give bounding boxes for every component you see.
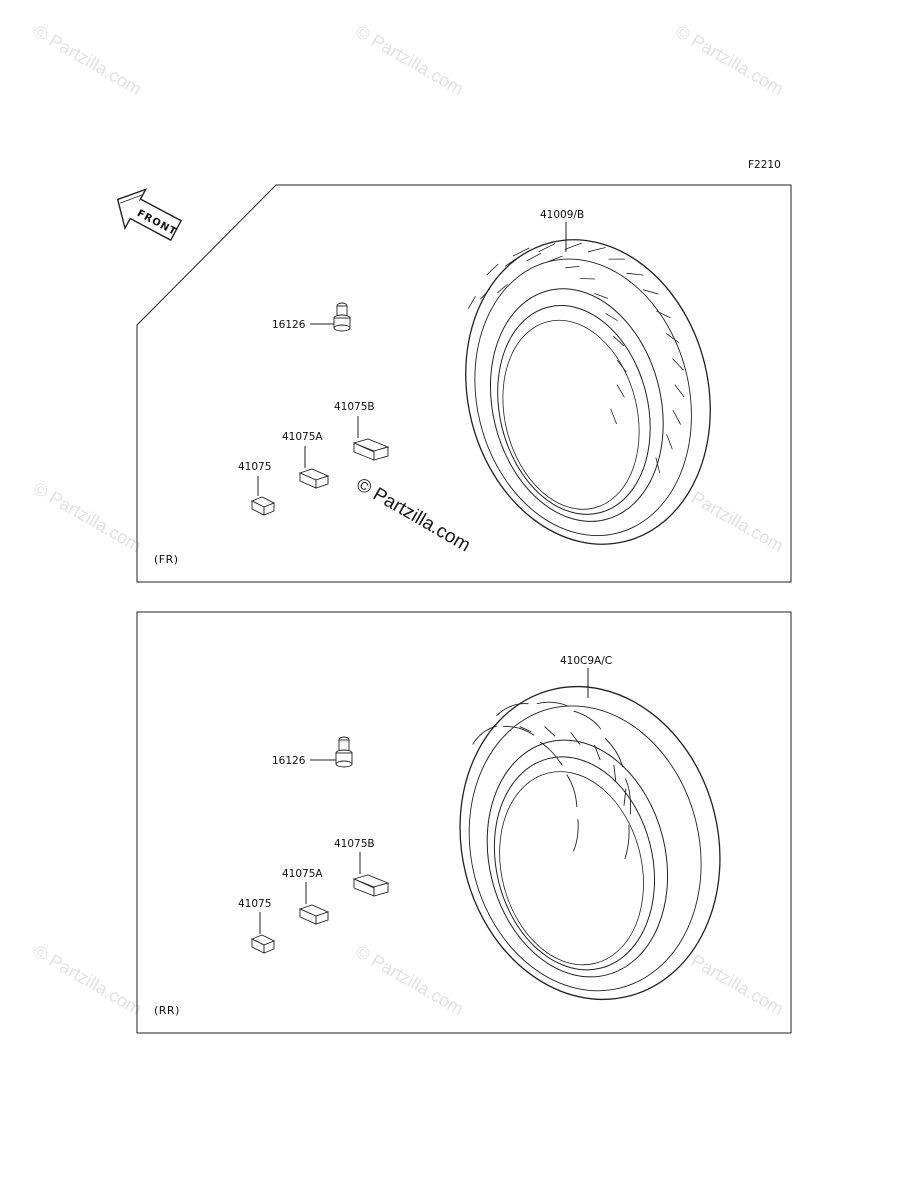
balance-weight-icon bbox=[298, 904, 330, 925]
valve-part-label: 16126 bbox=[272, 319, 306, 331]
watermark-text: © Partzilla.com bbox=[30, 478, 145, 556]
watermark-text: © Partzilla.com bbox=[672, 21, 787, 99]
panel-rear: 16126 41075 41075A bbox=[136, 611, 792, 1034]
valve-front: 16126 bbox=[272, 302, 351, 332]
panel-border bbox=[136, 611, 792, 1034]
panel-tag: (RR) bbox=[154, 1004, 180, 1017]
panel-tag: (FR) bbox=[154, 553, 179, 566]
front-direction-arrow-icon: FRONT bbox=[116, 188, 183, 242]
weight-part-label: 41075 bbox=[238, 898, 271, 910]
tire-front-illustration bbox=[465, 239, 711, 545]
center-watermark: © Partzilla.com bbox=[353, 474, 474, 556]
watermark-text: © Partzilla.com bbox=[30, 941, 145, 1019]
valve-part-label: 16126 bbox=[272, 755, 306, 767]
tire-part-label: 410C9A/C bbox=[560, 655, 612, 667]
valve-rear: 16126 bbox=[272, 736, 353, 768]
balance-weight-icon bbox=[250, 496, 276, 516]
weight-part-label: 41075B bbox=[334, 401, 375, 413]
balance-weight-icon bbox=[352, 438, 390, 461]
weight-part-label: 41075B bbox=[334, 838, 375, 850]
weight-part-label: 41075A bbox=[282, 868, 323, 880]
weights-rear: 41075 41075A 41075B bbox=[238, 838, 390, 954]
panel-front: 16126 41075 41075A bbox=[136, 184, 792, 583]
balance-weight-icon bbox=[298, 468, 330, 489]
weights-front: 41075 41075A 41075B bbox=[238, 401, 390, 516]
valve-stem-icon bbox=[333, 302, 351, 332]
figure-code: F2210 bbox=[748, 159, 781, 171]
weight-part-label: 41075 bbox=[238, 461, 271, 473]
tire-part-label: 41009/B bbox=[540, 209, 584, 221]
balance-weight-icon bbox=[352, 874, 390, 897]
balance-weight-icon bbox=[250, 934, 276, 954]
tire-rear-illustration bbox=[459, 685, 721, 1001]
watermark-text: © Partzilla.com bbox=[352, 21, 467, 99]
valve-stem-icon bbox=[335, 736, 353, 768]
watermark-text: © Partzilla.com bbox=[30, 21, 145, 99]
watermark-text: © Partzilla.com bbox=[352, 941, 467, 1019]
panel-border bbox=[136, 184, 792, 583]
weight-part-label: 41075A bbox=[282, 431, 323, 443]
